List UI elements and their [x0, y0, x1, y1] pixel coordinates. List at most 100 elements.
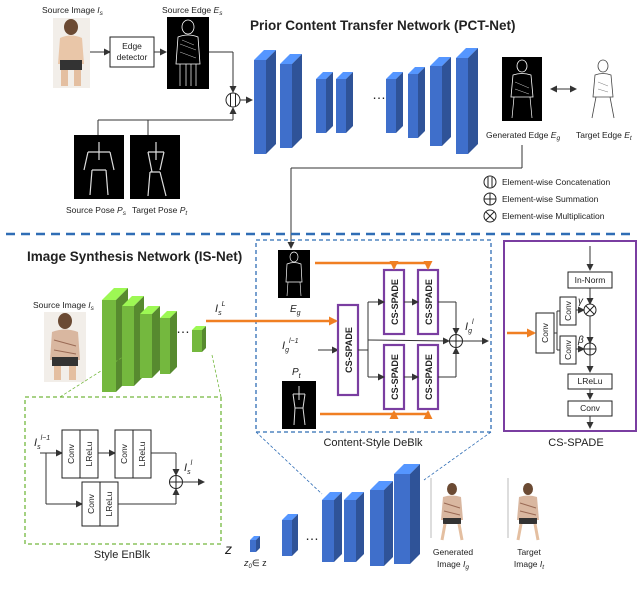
cs-spade-box-1: CS-SPADE — [336, 303, 360, 397]
is-encoder-slab-4 — [160, 311, 177, 374]
target-image-label-1: Target — [517, 547, 541, 557]
enblk-conv-3: Conv — [81, 481, 101, 527]
z0-label: z0∈ z — [243, 558, 267, 570]
generated-image-label-2: Image Ig — [437, 559, 469, 571]
pct-layer-slab-7 — [430, 57, 451, 146]
target-pose-thumbnail — [130, 135, 180, 199]
ig-prev-label: Igl−1 — [282, 338, 299, 354]
pct-layer-slab-1 — [254, 50, 276, 154]
target-pose-label: Target Pose Pt — [132, 205, 188, 217]
edge-detector-label-1: Edge — [122, 41, 142, 51]
pct-source-image-label: Source Image Is — [42, 5, 104, 17]
cs-spade-box-5: CS-SPADE — [416, 343, 440, 411]
spade-conv-shared-label: Conv — [540, 322, 550, 343]
legend-concat-icon — [483, 175, 497, 189]
is-source-image-label: Source Image Is — [33, 300, 95, 312]
pct-layer-slab-6 — [408, 67, 425, 138]
cs-spade-detail-box — [503, 240, 637, 432]
enblk-lrelu-2: LReLu — [132, 429, 152, 479]
enblk-lrelu-3: LReLu — [99, 481, 119, 527]
legend-sum-icon — [483, 192, 497, 206]
spade-sum-icon — [583, 342, 597, 356]
spade-conv-gamma-label: Conv — [563, 300, 573, 321]
concat-operator-icon — [225, 92, 241, 108]
is-encoder-dots: … — [176, 320, 190, 336]
legend-mult-label: Element-wise Multiplication — [502, 211, 605, 221]
svg-text:CS-SPADE: CS-SPADE — [390, 354, 400, 400]
edge-detector-label-2: detector — [117, 52, 148, 62]
pct-source-image-thumbnail — [53, 18, 90, 88]
target-edge-label: Target Edge Et — [576, 130, 633, 142]
is-decoder-slab-1 — [250, 536, 260, 552]
content-style-deblk-caption: Content-Style DeBlk — [323, 437, 423, 449]
svg-text:Conv: Conv — [119, 443, 129, 464]
svg-text:CS-SPADE: CS-SPADE — [344, 327, 354, 373]
generated-edge-label: Generated Edge Eg — [486, 130, 560, 142]
pct-source-edge-label: Source Edge Es — [162, 5, 223, 17]
cs-spade-box-4: CS-SPADE — [382, 343, 406, 411]
spade-lrelu-label: LReLu — [577, 376, 602, 386]
generated-image-thumbnail — [440, 483, 464, 541]
enblk-conv-1: Conv — [61, 429, 81, 479]
is-decoder-layers — [250, 464, 420, 566]
is-source-image-thumbnail — [44, 312, 86, 382]
edge-detector-box — [109, 36, 155, 68]
is-decoder-slab-3 — [322, 492, 342, 562]
cs-spade-box-3: CS-SPADE — [416, 268, 440, 336]
pct-layer-slab-5 — [386, 72, 403, 133]
pct-layer-slab-3 — [316, 72, 333, 133]
legend: Element-wise Concatenation Element-wise … — [483, 175, 610, 223]
ig-out-label: Igl — [465, 319, 474, 335]
pt-label: Pt — [292, 367, 302, 380]
cs-spade-detail-caption: CS-SPADE — [548, 437, 603, 449]
pct-dots: … — [372, 86, 386, 102]
pct-net-layers — [254, 48, 478, 154]
cs-spade-box-2: CS-SPADE — [382, 268, 406, 336]
pt-thumbnail — [282, 381, 316, 429]
beta-label: β — [577, 335, 584, 346]
target-image-thumbnail — [516, 483, 540, 541]
in-norm-label: In-Norm — [575, 275, 606, 285]
is-encoder-slab-5 — [192, 326, 206, 352]
svg-text:CS-SPADE: CS-SPADE — [424, 279, 434, 325]
pct-layer-slab-8 — [456, 48, 478, 154]
is-decoder-slab-6 — [394, 464, 420, 564]
eg-label: Eg — [290, 304, 301, 317]
pct-net-title: Prior Content Transfer Network (PCT-Net) — [250, 18, 516, 33]
target-image-label-2: Image It — [514, 559, 545, 571]
is-encoder-slab-3 — [140, 306, 160, 378]
generated-edge-thumbnail — [502, 57, 542, 121]
deblk-sum-icon — [449, 334, 463, 348]
svg-text:CS-SPADE: CS-SPADE — [424, 354, 434, 400]
spade-conv-beta-label: Conv — [563, 339, 573, 360]
svg-text:Conv: Conv — [66, 443, 76, 464]
svg-text:CS-SPADE: CS-SPADE — [390, 279, 400, 325]
style-enblk-caption: Style EnBlk — [94, 549, 151, 561]
svg-text:Conv: Conv — [86, 493, 96, 514]
style-enblk-box — [24, 396, 222, 545]
target-edge-thumbnail — [591, 59, 615, 119]
enblk-sum-icon — [169, 475, 183, 489]
z-label: z — [224, 541, 232, 557]
legend-concat-label: Element-wise Concatenation — [502, 177, 610, 187]
content-style-deblk-box — [255, 239, 492, 433]
svg-text:LReLu: LReLu — [104, 491, 114, 516]
legend-sum-label: Element-wise Summation — [502, 194, 599, 204]
pct-layer-slab-2 — [280, 54, 302, 148]
spade-mult-icon — [583, 303, 597, 317]
is-decoder-slab-2 — [282, 514, 298, 556]
decoder-dots: … — [305, 527, 319, 543]
gamma-label: γ — [578, 296, 584, 307]
legend-mult-icon — [483, 209, 497, 223]
generated-image-label-1: Generated — [433, 547, 473, 557]
pct-layer-slab-4 — [336, 72, 353, 133]
feature-is-L-label: IsL — [215, 301, 226, 317]
is-decoder-slab-5 — [370, 481, 393, 566]
enblk-lrelu-1: LReLu — [79, 429, 99, 479]
source-pose-label: Source Pose Ps — [66, 205, 127, 217]
is-encoder-layers — [102, 288, 206, 392]
is-decoder-slab-4 — [344, 492, 364, 562]
enblk-out-label: Isl — [184, 460, 193, 476]
is-net-title: Image Synthesis Network (IS-Net) — [27, 249, 242, 264]
